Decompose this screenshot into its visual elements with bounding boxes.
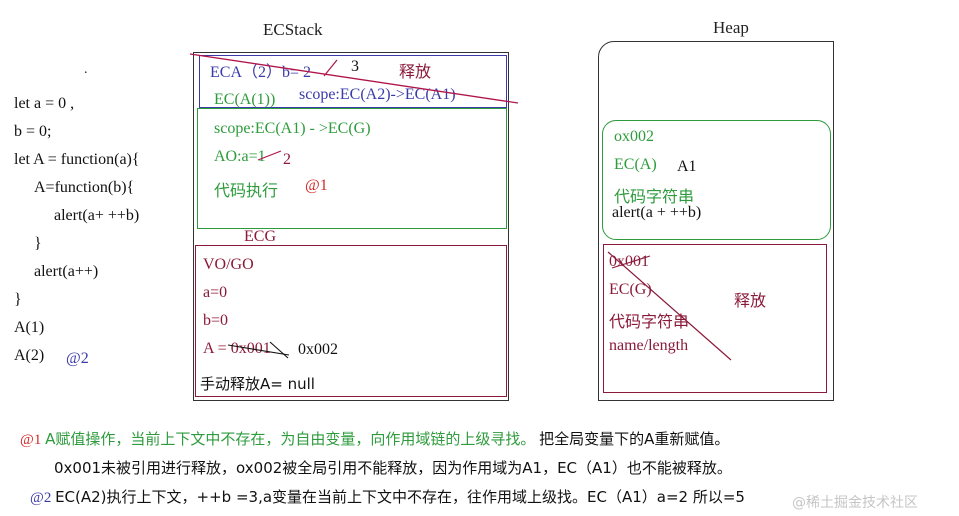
heap-box bbox=[598, 41, 834, 401]
watermark: @稀土掘金技术社区 bbox=[792, 495, 918, 511]
note-line-1: @1 A赋值操作，当前上下文中不存在，为自由变量，向作用域链的上级寻找。 把全局… bbox=[20, 428, 729, 449]
heap-title: Heap bbox=[713, 18, 749, 37]
eca1-ao: AO:a=1 bbox=[214, 148, 266, 165]
eca1-scope: scope:EC(A1) - >EC(G) bbox=[214, 120, 371, 137]
note-1-black-text: 把全局变量下的A重新赋值。 bbox=[539, 430, 730, 448]
code-line: A(2) bbox=[14, 347, 45, 364]
heap-ec-a-code: alert(a + ++b) bbox=[612, 204, 702, 221]
code-line: let a = 0 , bbox=[14, 95, 75, 112]
ecg-a: a=0 bbox=[203, 284, 228, 301]
code-line: A=function(b){ bbox=[34, 179, 135, 196]
ecg-box bbox=[195, 245, 507, 397]
eca2-label: ECA（2）b= 2 bbox=[210, 64, 312, 81]
eca2-release-label: 释放 bbox=[399, 62, 432, 81]
note-1-marker: @1 bbox=[20, 432, 42, 448]
eca1-ao-new-value: 2 bbox=[283, 151, 291, 168]
code-line: alert(a+ ++b) bbox=[54, 207, 140, 224]
heap-ec-g-address: 0x001 bbox=[609, 253, 649, 270]
heap-ec-g-release-label: 释放 bbox=[734, 291, 767, 310]
stray-dot: . bbox=[84, 62, 88, 77]
heap-ec-g-props: name/length bbox=[609, 337, 689, 354]
ecg-label: ECG bbox=[244, 228, 276, 245]
ecg-b: b=0 bbox=[203, 312, 229, 329]
code-line: } bbox=[34, 235, 42, 252]
code-line: alert(a++) bbox=[34, 263, 99, 280]
heap-ec-g-string: 代码字符串 bbox=[609, 312, 690, 331]
ecstack-title: ECStack bbox=[263, 20, 323, 39]
code-line: A(1) bbox=[14, 319, 45, 336]
heap-ec-a-string: 代码字符串 bbox=[614, 187, 695, 206]
heap-ec-g-box bbox=[603, 244, 827, 393]
code-line: } bbox=[14, 291, 22, 308]
heap-ec-a-address: ox002 bbox=[614, 128, 654, 145]
note-3-text: EC(A2)执行上下文，++b =3,a变量在当前上下文中不存在，往作用域上级找… bbox=[55, 488, 745, 506]
note-1-green-text: A赋值操作，当前上下文中不存在，为自由变量，向作用域链的上级寻找。 bbox=[45, 430, 536, 448]
eca1-exec: 代码执行 bbox=[214, 181, 279, 200]
note-3-marker: @2 bbox=[30, 490, 52, 506]
ecg-A: A = 0x001 bbox=[203, 340, 271, 357]
heap-ec-g-label: EC(G) bbox=[609, 281, 652, 298]
ecstack-box bbox=[193, 52, 509, 401]
code-line: b = 0; bbox=[14, 123, 52, 140]
eca1-label: EC(A(1)) bbox=[214, 91, 276, 108]
eca2-scope: scope:EC(A2)->EC(A1) bbox=[299, 86, 456, 103]
heap-ec-a-box bbox=[602, 120, 831, 240]
note-line-3: @2 EC(A2)执行上下文，++b =3,a变量在当前上下文中不存在，往作用域… bbox=[30, 486, 745, 507]
heap-ec-a-label: EC(A) bbox=[614, 156, 657, 173]
heap-ec-a-name: A1 bbox=[677, 158, 697, 175]
ecg-A-new-value: 0x002 bbox=[298, 341, 338, 358]
eca2-new-value: 3 bbox=[351, 58, 359, 75]
code-line: let A = function(a){ bbox=[14, 151, 140, 168]
ecg-manual-release: 手动释放A= null bbox=[200, 375, 315, 393]
note-line-2: 0x001未被引用进行释放，ox002被全局引用不能释放，因为作用域为A1，EC… bbox=[54, 459, 732, 477]
ecg-vo: VO/GO bbox=[203, 256, 254, 273]
eca1-box bbox=[197, 108, 507, 229]
code-marker-at2: @2 bbox=[66, 350, 89, 367]
eca1-marker-at1: @1 bbox=[305, 177, 328, 194]
